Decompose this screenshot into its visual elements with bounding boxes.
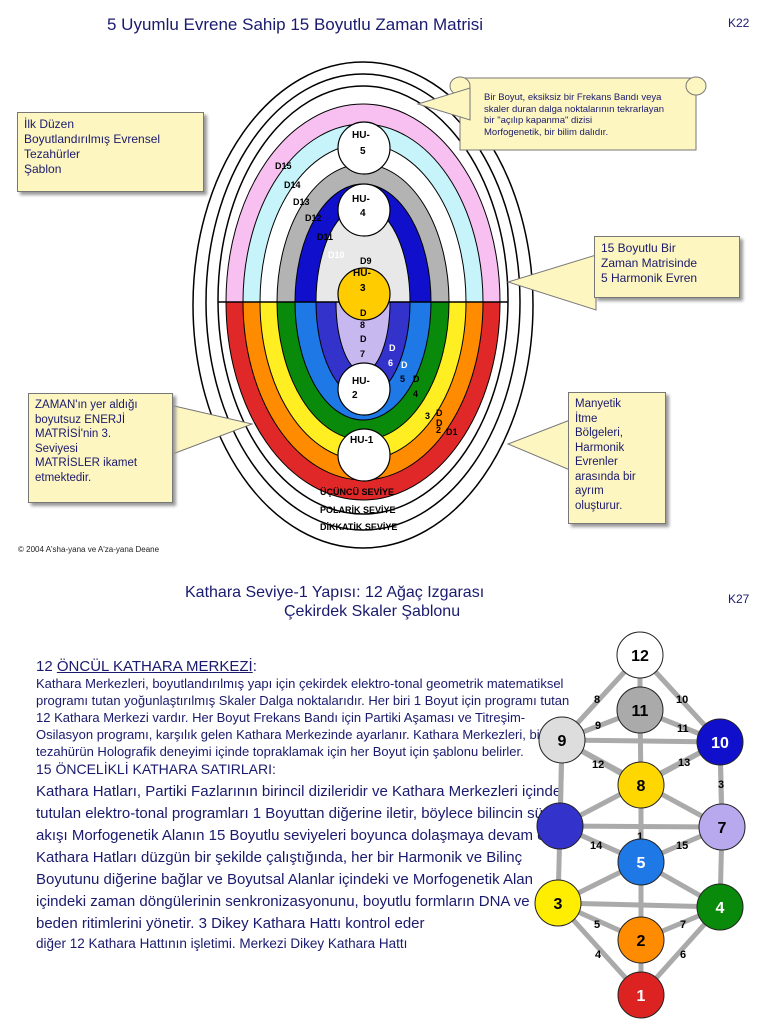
kathara-line-label: 14 [590,840,603,852]
kathara-center-label: 1 [637,988,646,1005]
dim-d5-a: D [401,360,408,370]
kathara-line-label: 11 [677,723,689,735]
kathara-line-label: 6 [680,949,686,961]
kathara-line [559,737,723,745]
hu4-label-a: HU- [352,194,370,205]
level-third: ÜÇÜNCÜ SEVİYE [320,487,394,497]
hu3-label-a: HU- [353,268,371,279]
kathara-line-label: 13 [678,757,690,769]
hu5-label-a: HU- [352,130,370,141]
kathara-line [557,823,725,830]
kathara-line [555,900,723,910]
dim-d5-b: 5 [400,374,405,384]
slide1-title: 5 Uyumlu Evrene Sahip 15 Boyutlu Zaman M… [107,15,484,34]
dim-d13: D13 [293,197,310,207]
kathara-center-node [617,916,665,964]
kathara-center-node [617,838,665,886]
kathara-line-label: 12 [592,759,604,771]
kathara-line-label: 10 [676,694,688,706]
dim-d3-a: D [436,408,443,418]
kathara-center-node [616,686,664,734]
dim-d14: D14 [284,180,301,190]
kathara-center-label: 2 [637,933,646,950]
slide1-page-number: K22 [728,16,750,30]
dim-d11: D11 [317,232,333,242]
level-polaric: POLARİK SEVİYE [320,505,396,515]
copyright-text: © 2004 A'sha-yana ve A'za-yana Deane [18,545,160,554]
dim-d4-b: 4 [413,389,418,399]
dim-d2-a: D [436,418,443,428]
kathara-center-node [698,803,746,851]
kathara-center-label: 10 [711,735,729,752]
dim-d7-b: 7 [360,349,365,359]
slide2-page-number: K27 [728,592,750,606]
slide2-title-line2: Çekirdek Skaler Şablonu [284,603,461,620]
kathara-line-label: 3 [718,779,724,791]
note-harmonic-universes: 15 Boyutlu Bir Zaman Matrisinde 5 Harmon… [594,236,740,298]
dim-d9: D9 [360,256,372,266]
hu2-label-b: 2 [352,390,358,401]
dim-d10: D10 [328,250,345,260]
note-magnetic-zones: Manyetik İtme Bölgeleri, Harmonik Evrenl… [568,392,666,524]
kathara-line-label: 4 [595,949,602,961]
kathara-center-label: 5 [637,855,646,872]
note-first-order-template: İlk Düzen Boyutlandırılmış Evrensel Teza… [17,112,204,192]
hu3-label-b: 3 [360,283,366,294]
heading-kathara-centers: 12 ÖNCÜL KATHARA MERKEZİ: [36,658,257,675]
kathara-center-node [534,879,582,927]
kathara-center-label: 8 [637,778,646,795]
kathara-center-label: 9 [558,733,567,750]
hu5-label-b: 5 [360,146,366,157]
heading-kathara-lines: 15 ÖNCELİKLİ KATHARA SATIRLARI: [36,761,276,777]
kathara-line-label: 9 [595,720,601,732]
kathara-line-label: 8 [594,694,600,706]
kathara-center-label: 12 [631,648,649,665]
dim-d2-b: 2 [436,425,441,435]
dim-d8-b: 8 [360,320,365,330]
hu4-label-b: 4 [360,208,366,219]
paragraph-kathara-lines: Kathara Hatları, Partiki Fazlarının biri… [36,783,571,932]
dim-d6-a: D [389,343,396,353]
time-matrix-diagram: HU- 5 HU- 4 HU- 3 HU- 2 HU-1 D15 D14 D13… [169,61,707,549]
dim-d6-b: 6 [388,358,393,368]
kathara-center-node [696,883,744,931]
kathara-center-label: 3 [554,896,563,913]
kathara-center-label: 7 [718,820,727,837]
kathara-center-node [617,971,665,1019]
dim-d7-a: D [360,334,367,344]
kathara-center-label: 11 [632,703,649,720]
hu2-label-a: HU- [352,376,370,387]
dim-d3-b: 3 [425,411,430,421]
twelve-tree-grid: 8 10 9 11 12 13 3 1 14 15 5 7 4 6 12 11 10 9 8 7 5 4 3 2 1 [534,631,746,1019]
kathara-line-label: 5 [594,919,600,931]
level-dikkatic: DİKKATİK SEVİYE [320,522,397,532]
slide2-title-line1: Kathara Seviye-1 Yapısı: 12 Ağaç Izgaras… [185,584,485,601]
kathara-center-node [538,716,586,764]
dim-d8-a: D [360,308,367,318]
dim-d15: D15 [275,161,292,171]
dim-d12: D12 [305,213,322,223]
note-energy-matrix: ZAMAN'ın yer aldığı boyutsuz ENERJİ MATR… [28,393,173,503]
note-dimension-definition: Bir Boyut, eksiksiz bir Frekans Bandı ve… [484,92,665,138]
kathara-line-label: 15 [676,840,688,852]
kathara-line-label: 7 [680,919,686,931]
kathara-text-block: 12 ÖNCÜL KATHARA MERKEZİ: Kathara Merkez… [36,658,574,952]
kathara-center-node [696,718,744,766]
paragraph-vertical-line: diğer 12 Kathara Hattının işletimi. Merk… [36,936,408,951]
paragraph-kathara-centers: Kathara Merkezleri, boyutlandırılmış yap… [36,676,570,759]
dim-d4-a: D [413,374,420,384]
kathara-center-node [617,761,665,809]
dim-d1: D1 [446,427,458,437]
kathara-line-label: 1 [637,831,643,843]
hu1-label: HU-1 [350,435,374,446]
kathara-center-label: 4 [716,900,725,917]
kathara-center-node [536,802,584,850]
scroll-banner [449,76,707,151]
kathara-center-node [616,631,664,679]
